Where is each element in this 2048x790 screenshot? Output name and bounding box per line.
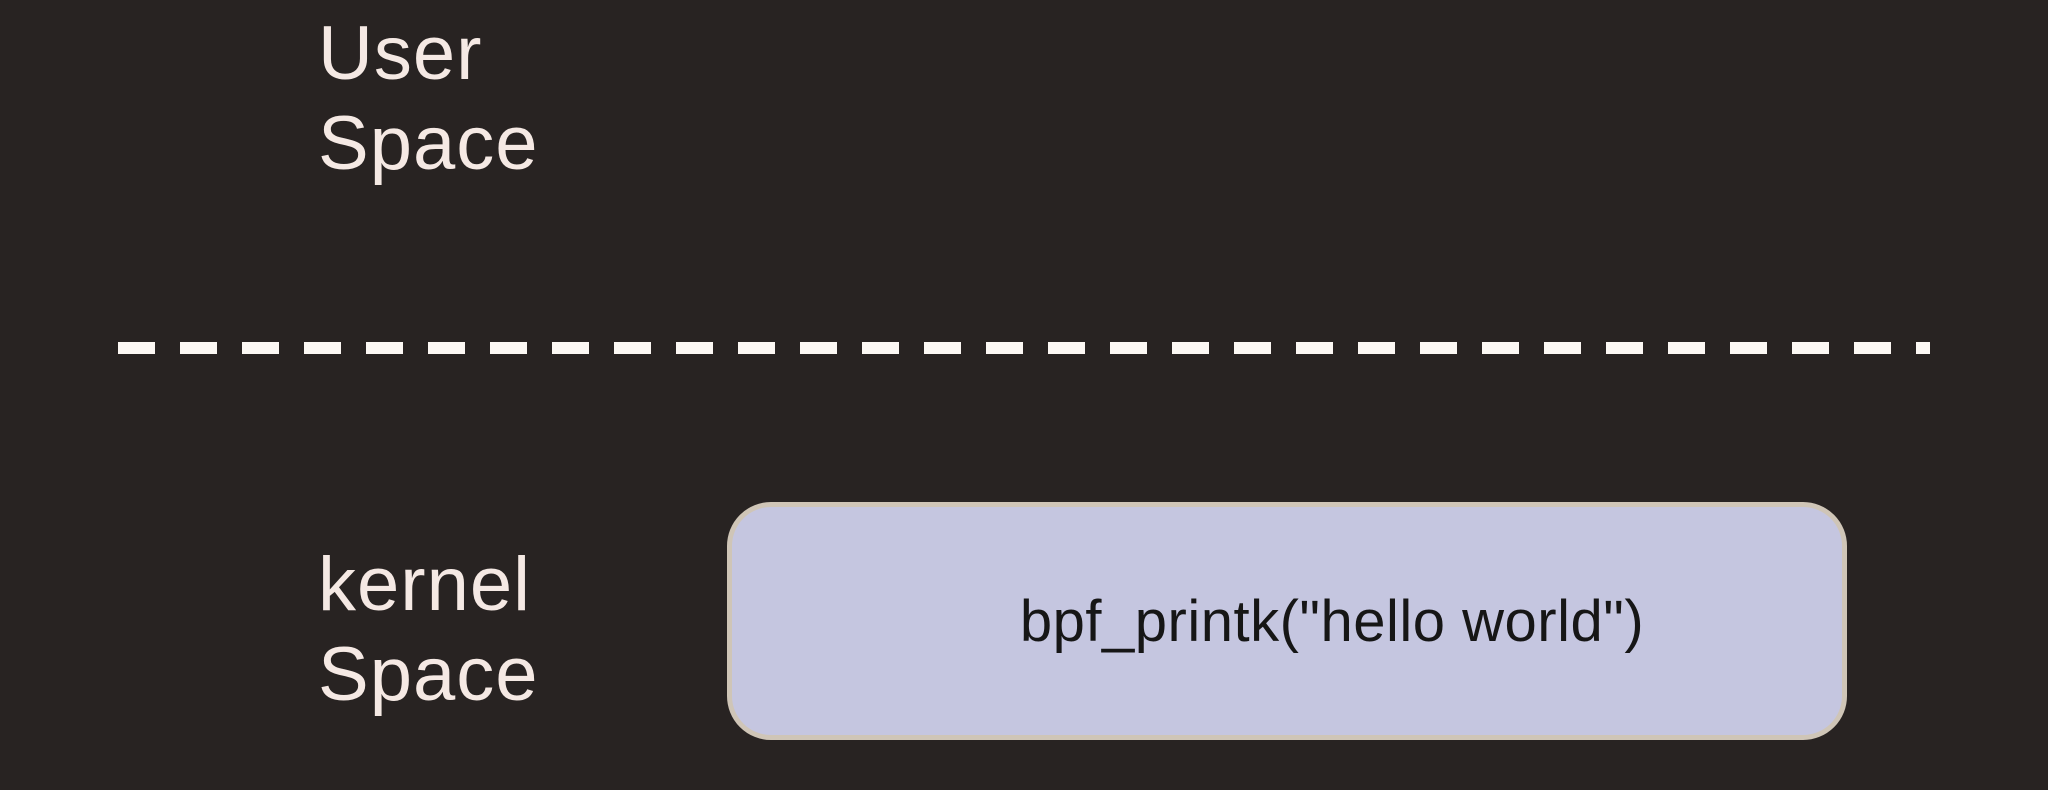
user-space-label: User Space — [318, 11, 539, 186]
user-kernel-divider — [118, 342, 1930, 354]
bpf-printk-code: bpf_printk("hello world") — [1019, 588, 1645, 654]
kernel-space-label: kernel Space — [318, 542, 539, 717]
bpf-printk-box: bpf_printk("hello world") — [727, 502, 1847, 740]
